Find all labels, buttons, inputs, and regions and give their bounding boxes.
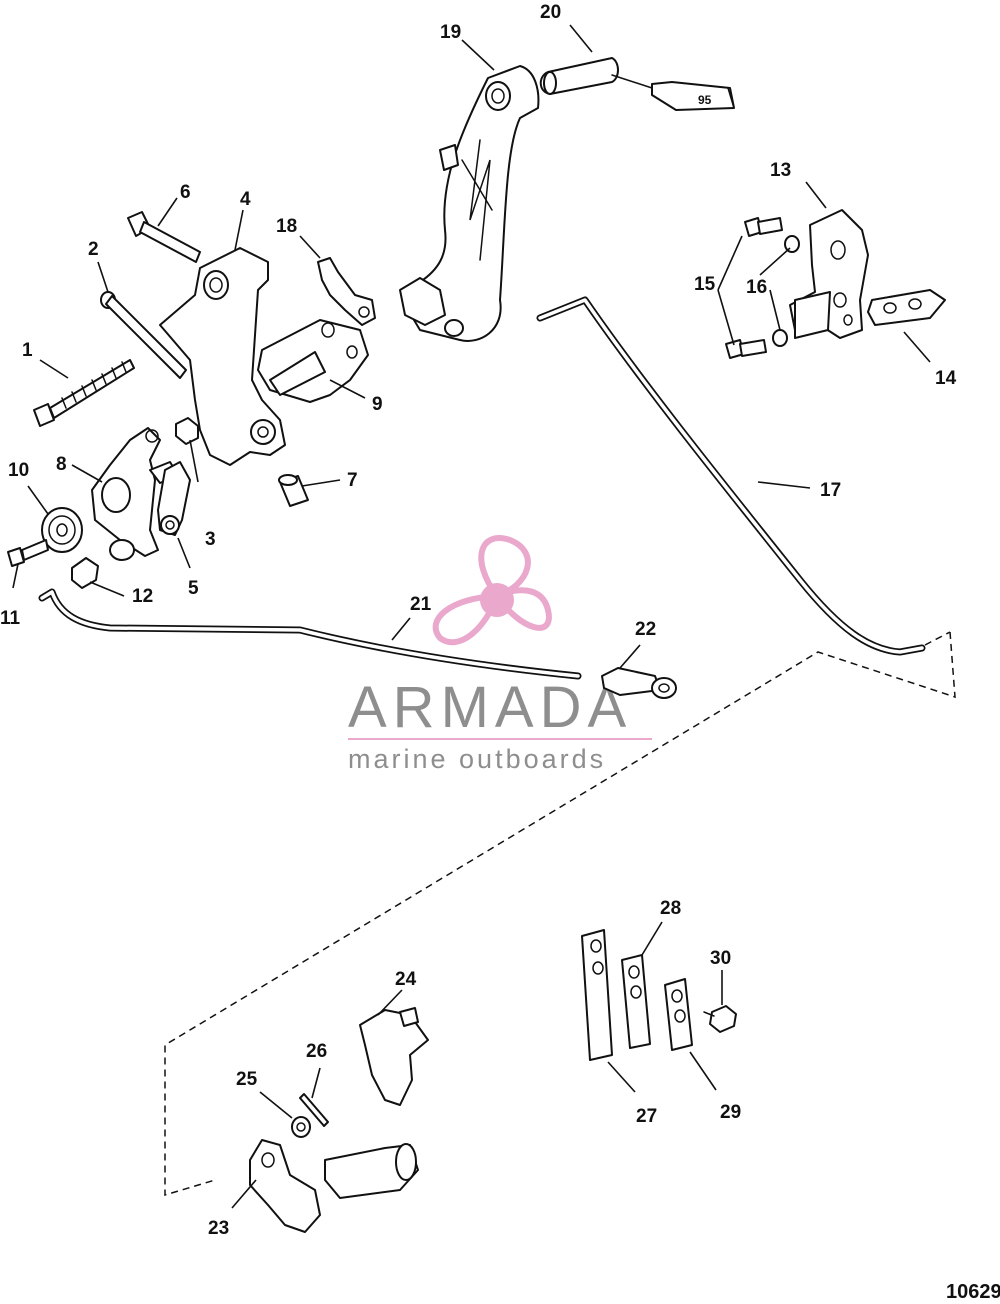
part-19-arm [399, 65, 540, 342]
callout-24: 24 [395, 969, 417, 990]
watermark-title: ARMADA [348, 675, 632, 740]
callout-3: 3 [205, 529, 216, 550]
callout-8: 8 [56, 454, 67, 475]
part-1-screw [33, 359, 135, 427]
part-3-nut [175, 417, 199, 445]
callout-18: 18 [276, 216, 297, 237]
part-16-spacer [772, 235, 800, 347]
part-28-shim [621, 954, 651, 1049]
part-17-rod [536, 296, 926, 656]
part-7-bushing [278, 474, 309, 507]
callout-9: 9 [372, 394, 383, 415]
callout-4: 4 [240, 189, 251, 210]
callout-5: 5 [188, 578, 199, 599]
callout-7: 7 [347, 470, 358, 491]
callout-13: 13 [770, 160, 791, 181]
part-25-washer [291, 1116, 311, 1138]
part-27-shim [581, 929, 613, 1061]
part-4-bracket [159, 247, 286, 466]
callout-22: 22 [635, 619, 656, 640]
callout-14: 14 [935, 368, 957, 389]
part-14-plate [867, 289, 946, 326]
callout-21: 21 [410, 594, 432, 615]
callout-23: 23 [208, 1218, 229, 1239]
watermark-subtitle: marine outboards [348, 744, 606, 774]
callout-11: 11 [0, 608, 21, 629]
callout-26: 26 [306, 1041, 327, 1062]
lubricant-tube-95: 95 [611, 74, 735, 111]
callout-1: 1 [22, 340, 33, 361]
callout-16: 16 [746, 277, 767, 298]
callout-2: 2 [88, 239, 99, 260]
callout-30: 30 [710, 948, 731, 969]
part-11-screw [7, 539, 49, 567]
figure-number: 10629 [946, 1281, 1000, 1303]
callout-27: 27 [636, 1106, 657, 1127]
part-29-shim [664, 978, 693, 1051]
propeller-logo [432, 535, 552, 646]
callout-6: 6 [180, 182, 191, 203]
armada-watermark: ARMADA marine outboards [348, 535, 652, 774]
callout-10: 10 [8, 460, 29, 481]
part-23-lever [249, 1139, 419, 1233]
part-5-link [157, 461, 191, 536]
part-18-clip [317, 257, 376, 326]
callout-12: 12 [132, 586, 153, 607]
callout-19: 19 [440, 22, 461, 43]
tube-label: 95 [698, 93, 712, 107]
leader-lines [12, 24, 931, 1209]
part-13-bracket [789, 209, 869, 339]
callout-20: 20 [540, 2, 561, 23]
part-6-bolt [127, 211, 201, 263]
part-10-knob [41, 507, 135, 561]
part-2-bolt [100, 291, 187, 379]
callout-25: 25 [236, 1069, 258, 1090]
part-20-pin [539, 57, 619, 95]
callout-29: 29 [720, 1102, 741, 1123]
part-12-nut [71, 557, 99, 589]
part-9-plate [257, 319, 369, 403]
part-22-rod-end [601, 667, 677, 699]
callout-15: 15 [694, 274, 716, 295]
callout-28: 28 [660, 898, 681, 919]
part-21-rod [38, 588, 582, 680]
part-26-pin [299, 1093, 329, 1127]
callout-17: 17 [820, 480, 841, 501]
callout-labels: 1 2 3 4 5 6 7 8 9 10 11 12 13 14 15 16 1… [0, 2, 957, 1239]
assembly-outline [164, 631, 956, 1197]
part-24-lever [359, 1007, 429, 1106]
part-8-lever [91, 427, 179, 557]
part-30-bolt [703, 1005, 737, 1033]
part-15-screw [725, 217, 783, 359]
